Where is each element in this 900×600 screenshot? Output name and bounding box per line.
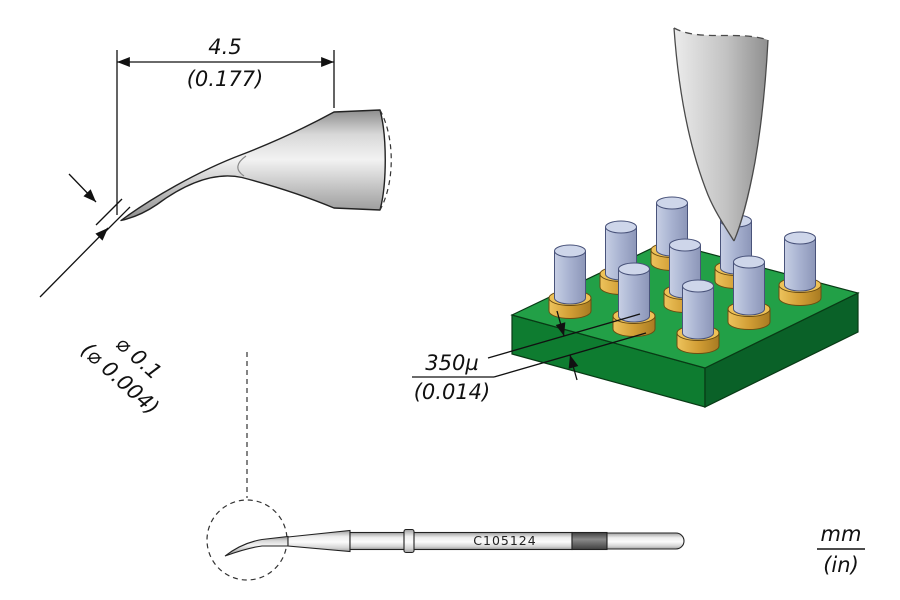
iron-tip-3d — [673, 27, 769, 242]
cartridge-taper — [287, 529, 351, 553]
cartridge-bent-tip — [224, 535, 289, 557]
length-dimension: 4.5 (0.177) — [116, 35, 335, 215]
cartridge-contact-band — [571, 531, 608, 551]
tip-profile-drawing — [120, 109, 392, 222]
tick-mark-2 — [95, 198, 123, 226]
diameter-arrow-upper — [68, 173, 97, 203]
tip-break-arc — [379, 109, 392, 211]
tip-silhouette — [120, 109, 386, 222]
pitch-arrow-lower — [568, 354, 579, 381]
diameter-label-group: ⌀ 0.1 (⌀ 0.004) — [76, 331, 166, 419]
pin — [778, 231, 822, 306]
diameter-dimension: ⌀ 0.1 (⌀ 0.004) — [39, 173, 166, 420]
pin — [727, 255, 771, 330]
units-legend: mm (in) — [817, 522, 865, 577]
units-in-label: (in) — [823, 553, 859, 577]
iron-break-edge — [673, 27, 769, 41]
tick-mark-1 — [103, 206, 131, 234]
pitch-mm-label: 350µ — [425, 351, 478, 375]
pcb-3d-view: 350µ (0.014) — [412, 27, 860, 408]
pin — [548, 244, 592, 319]
cartridge-side-view: C105124 — [206, 352, 685, 581]
tip-bend-contour — [237, 155, 247, 177]
units-mm-label: mm — [821, 522, 862, 546]
pitch-in-label: (0.014) — [414, 380, 491, 404]
cartridge-tube — [349, 531, 573, 551]
length-mm-label: 4.5 — [208, 35, 241, 59]
pitch-arrow-upper — [555, 310, 566, 337]
pin — [612, 262, 656, 337]
diameter-leader — [39, 227, 109, 298]
length-in-label: (0.177) — [187, 67, 264, 91]
part-number-label: C105124 — [473, 533, 536, 548]
pin-array — [548, 196, 822, 354]
pin — [676, 279, 720, 354]
cartridge-collar-ring — [403, 528, 415, 554]
pitch-dimension: 350µ (0.014) — [412, 310, 647, 404]
cartridge-shaft-end — [606, 532, 685, 550]
